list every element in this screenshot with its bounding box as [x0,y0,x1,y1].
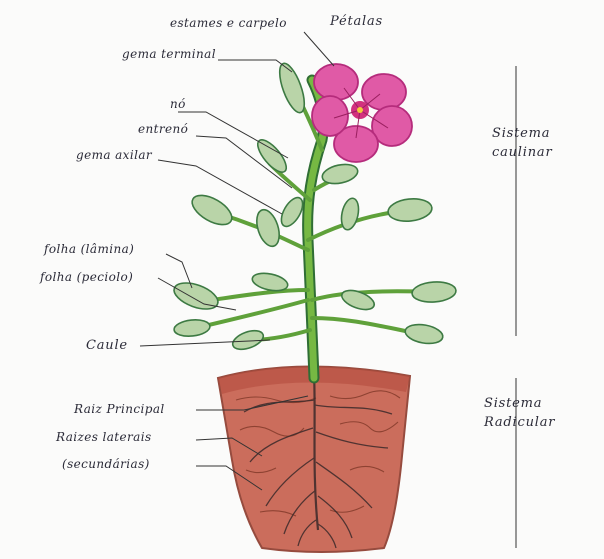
label-secondary: (secundárias) [62,457,150,471]
label-lateral-roots: Raizes laterais [56,430,152,444]
shoot-system-line2: caulinar [492,143,552,162]
label-axillary-bud: gema axilar [76,148,152,162]
shoot-system-line1: Sistema [492,124,552,143]
label-leaf-blade: folha (lâmina) [44,242,134,256]
root-system-line1: Sistema [484,394,555,413]
label-node: nó [170,97,186,111]
label-shoot-system: Sistema caulinar [492,124,552,162]
flower [312,64,412,162]
root-system-line2: Radicular [484,413,555,432]
label-internode: entrenó [138,122,188,136]
label-petals: Pétalas [330,14,383,29]
label-stamens-carpel: estames e carpelo [170,16,287,30]
label-stem: Caule [86,338,128,353]
label-leaf-petiole: folha (peciolo) [40,270,133,284]
label-root-system: Sistema Radicular [484,394,555,432]
label-main-root: Raiz Principal [74,402,165,416]
label-terminal-bud: gema terminal [122,47,216,61]
